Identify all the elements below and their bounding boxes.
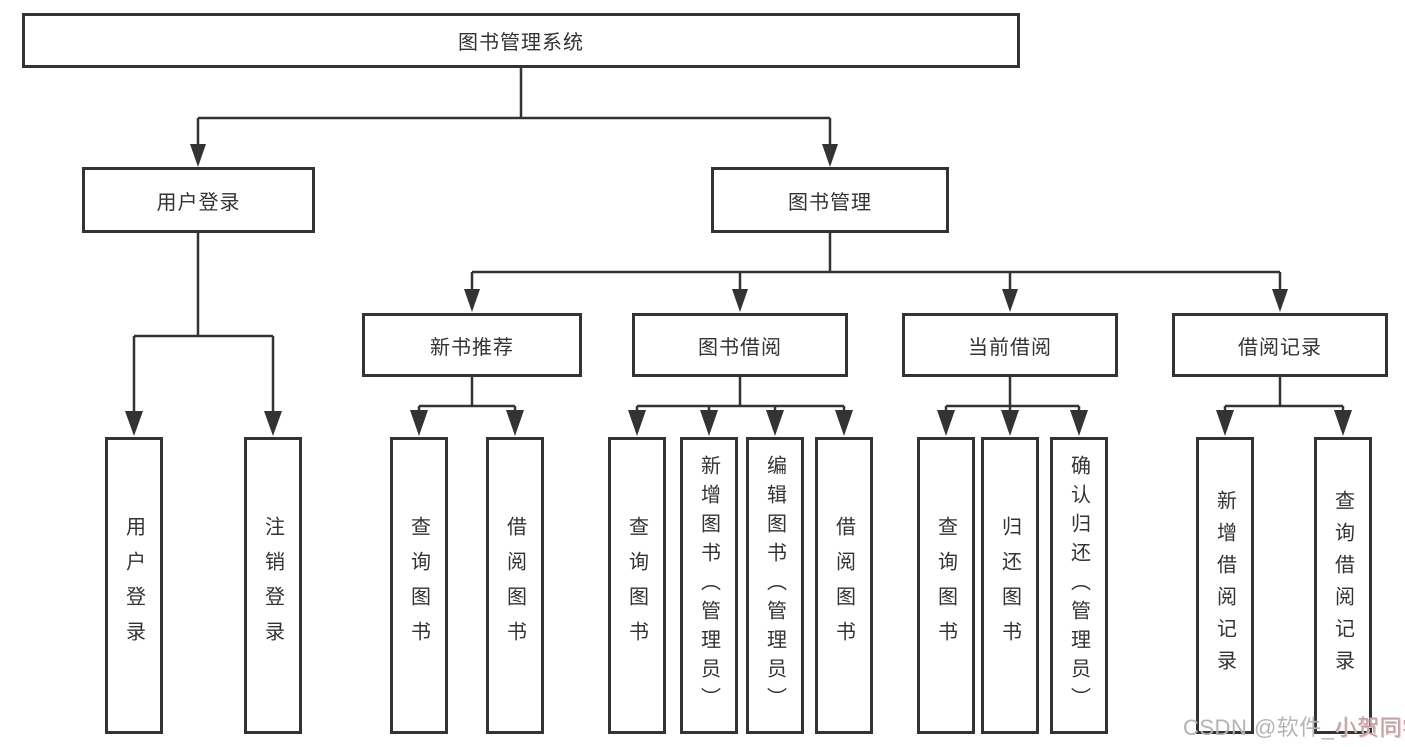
leaf-query-borrow-record: 查询借阅记录 (1314, 437, 1372, 734)
leaf-label: 查询借阅记录 (1331, 489, 1354, 682)
leaf-return-books: 归还图书 (981, 437, 1039, 734)
leaf-edit-books-admin: 编辑图书（管理员） (746, 437, 804, 734)
watermark-prefix: CSDN @软件_ (1183, 715, 1335, 740)
leaf-label: 注销登录 (261, 515, 284, 656)
leaf-label: 查询图书 (625, 515, 648, 656)
leaf-label: 新增借阅记录 (1213, 489, 1236, 682)
node-book-management: 图书管理 (711, 167, 949, 233)
watermark-suffix: 小贺同学 (1334, 715, 1405, 740)
node-borrow-records: 借阅记录 (1172, 313, 1388, 377)
leaf-user-login: 用户登录 (105, 437, 163, 734)
node-label: 用户登录 (156, 191, 241, 214)
leaf-label: 新增图书（管理员） (697, 455, 720, 716)
node-label: 新书推荐 (430, 336, 514, 359)
node-label: 当前借阅 (968, 336, 1052, 359)
leaf-borrow-books: 借阅图书 (815, 437, 873, 734)
leaf-label: 借阅图书 (503, 515, 526, 656)
leaf-label: 确认归还（管理员） (1067, 455, 1090, 716)
leaf-label: 编辑图书（管理员） (763, 455, 786, 716)
leaf-label: 查询图书 (934, 515, 957, 656)
node-label: 图书管理系统 (458, 32, 584, 54)
node-label: 图书借阅 (698, 336, 782, 359)
leaf-query-books-borrow: 查询图书 (608, 437, 666, 734)
leaf-confirm-return-admin: 确认归还（管理员） (1050, 437, 1108, 734)
leaf-label: 借阅图书 (832, 515, 855, 656)
node-label: 借阅记录 (1238, 336, 1322, 359)
node-label: 图书管理 (788, 191, 872, 214)
leaf-add-borrow-record: 新增借阅记录 (1196, 437, 1254, 734)
leaf-query-books-recommend: 查询图书 (390, 437, 448, 734)
leaf-label: 用户登录 (122, 515, 145, 656)
leaf-logout: 注销登录 (244, 437, 302, 734)
node-book-borrow: 图书借阅 (632, 313, 848, 377)
leaf-add-books-admin: 新增图书（管理员） (680, 437, 738, 734)
node-current-borrow: 当前借阅 (902, 313, 1118, 377)
leaf-query-books-current: 查询图书 (917, 437, 975, 734)
node-user-login: 用户登录 (82, 167, 315, 233)
node-new-book-recommend: 新书推荐 (362, 313, 582, 377)
leaf-borrow-books-recommend: 借阅图书 (486, 437, 544, 734)
node-library-system: 图书管理系统 (22, 13, 1020, 68)
csdn-watermark: CSDN @软件_小贺同学 (1183, 710, 1405, 742)
leaf-label: 查询图书 (407, 515, 430, 656)
leaf-label: 归还图书 (998, 515, 1021, 656)
